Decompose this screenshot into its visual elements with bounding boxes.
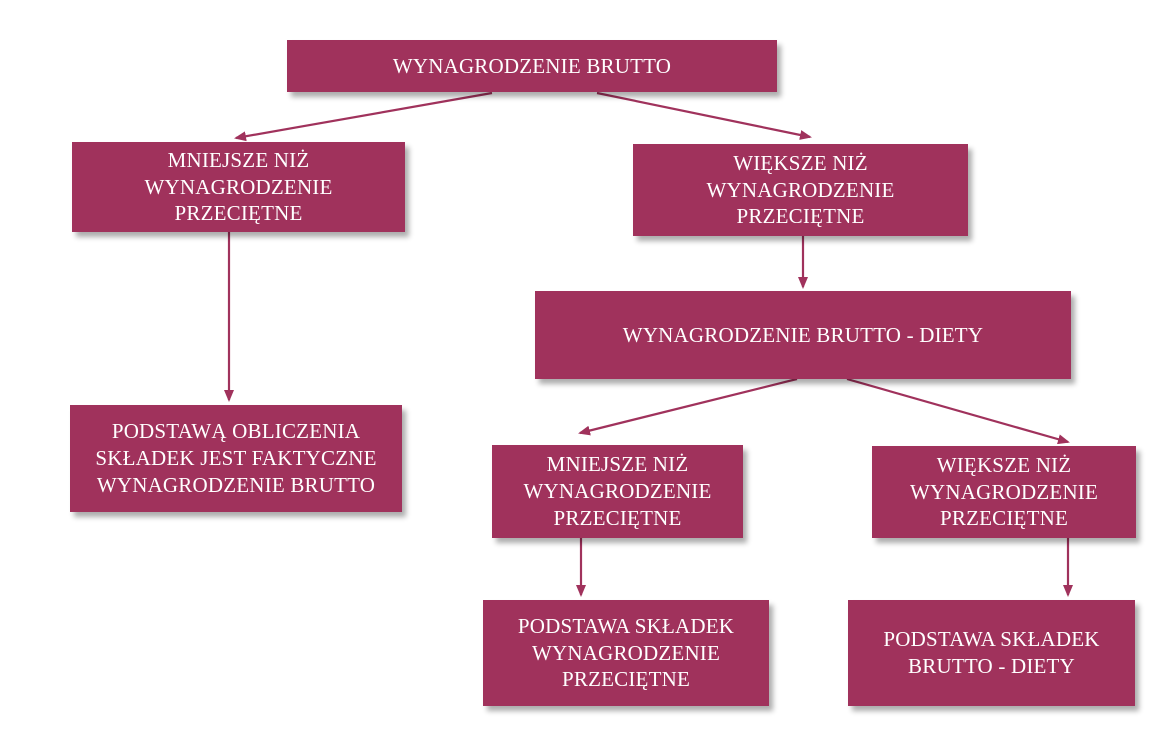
node-label-line: WYNAGRODZENIE BRUTTO bbox=[392, 53, 672, 78]
arrow-root-to-left-lower bbox=[234, 91, 493, 142]
node-label-line: PRZECIĘTNE bbox=[736, 204, 865, 229]
node-label-line: SKŁADEK JEST FAKTYCZNE bbox=[95, 446, 377, 471]
node-label-line: WYNAGRODZENIE BRUTTO - DIETY bbox=[622, 322, 984, 347]
node-label-line: PODSTAWĄ OBLICZENIA bbox=[111, 419, 361, 444]
node-label-line: WYNAGRODZENIE bbox=[144, 174, 333, 199]
node-label-line: PRZECIĘTNE bbox=[562, 667, 690, 692]
node-label-line: BRUTTO - DIETY bbox=[908, 654, 1075, 678]
node-label-line: MNIEJSZE NIŻ bbox=[546, 452, 689, 477]
node-label-line: WIĘKSZE NIŻ bbox=[936, 452, 1072, 477]
node-label-line: WYNAGRODZENIE bbox=[523, 479, 712, 504]
node-label-line: PRZECIĘTNE bbox=[940, 506, 1068, 531]
node-label-line: PRZECIĘTNE bbox=[553, 505, 682, 530]
node-label-line: PODSTAWA SKŁADEK bbox=[517, 613, 735, 638]
node-label: WYNAGRODZENIE BRUTTO - DIETY bbox=[623, 322, 983, 349]
node-gross-salary: WYNAGRODZENIE BRUTTO bbox=[287, 40, 777, 92]
node-gross-minus-diets: WYNAGRODZENIE BRUTTO - DIETY bbox=[535, 291, 1071, 379]
arrow-root-to-right-higher bbox=[596, 91, 812, 140]
arrow-minus-diets-to-diets-higher bbox=[846, 377, 1070, 445]
node-label-line: PODSTAWA SKŁADEK bbox=[883, 627, 1100, 652]
node-label-line: PRZECIĘTNE bbox=[174, 201, 303, 226]
node-label-line: MNIEJSZE NIŻ bbox=[167, 147, 310, 172]
node-label-line: WYNAGRODZENIE BRUTTO bbox=[96, 472, 376, 497]
node-label: WYNAGRODZENIE BRUTTO bbox=[393, 53, 671, 80]
node-label-line: WYNAGRODZENIE bbox=[531, 640, 721, 665]
node-label-line: WYNAGRODZENIE bbox=[706, 177, 895, 202]
node-label-line: WYNAGRODZENIE bbox=[909, 479, 1099, 504]
node-label-line: WIĘKSZE NIŻ bbox=[733, 150, 868, 175]
arrow-minus-diets-to-diets-lower bbox=[578, 377, 798, 436]
